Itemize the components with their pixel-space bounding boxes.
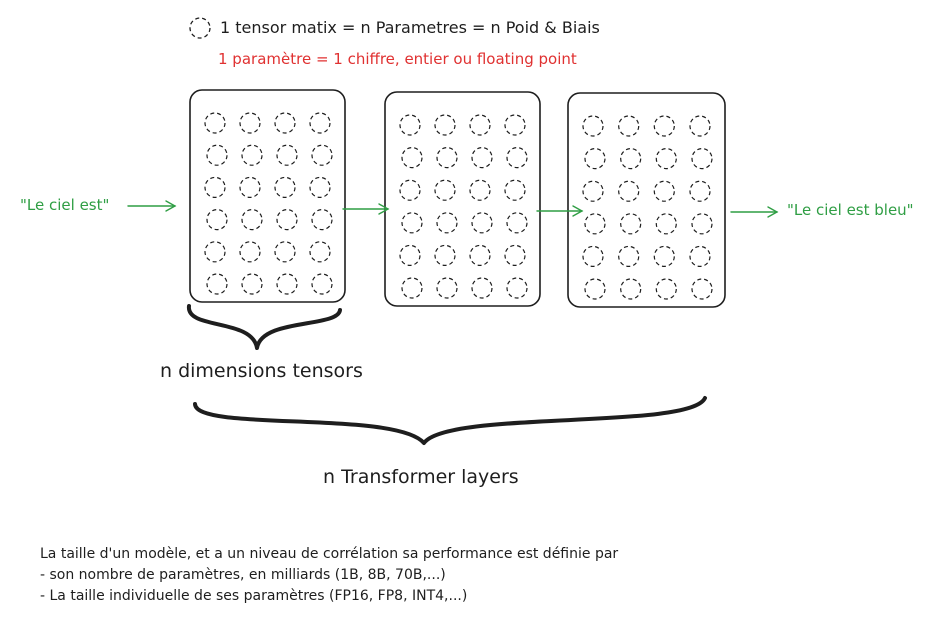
parameter-node <box>274 112 296 134</box>
dashed-circle-icon <box>189 17 211 39</box>
parameter-node <box>471 212 493 234</box>
tensor-matrix-3 <box>567 92 726 308</box>
parameter-node <box>618 115 640 137</box>
parameter-node <box>691 278 713 300</box>
parameter-node <box>584 278 606 300</box>
parameter-node <box>471 277 493 299</box>
output-arrow <box>730 206 779 218</box>
parameter-node <box>434 114 456 136</box>
parameter-node <box>620 148 642 170</box>
parameter-node <box>204 112 226 134</box>
parameter-node <box>436 147 458 169</box>
parameter-node <box>653 180 675 202</box>
model-size-description: La taille d'un modèle, et a un niveau de… <box>40 544 618 607</box>
parameter-node <box>276 209 298 231</box>
parameter-node <box>276 144 298 166</box>
parameter-node <box>689 180 711 202</box>
output-completion: "Le ciel est bleu" <box>787 201 914 219</box>
parameter-node <box>436 212 458 234</box>
parameter-node <box>204 241 226 263</box>
parameter-node <box>584 213 606 235</box>
tensor-matrices <box>189 89 726 308</box>
tensor-matrix-2 <box>384 91 541 307</box>
parameter-node <box>399 114 421 136</box>
input-prompt: "Le ciel est" <box>20 196 110 214</box>
parameter-node <box>620 278 642 300</box>
parameter-node <box>401 147 423 169</box>
parameter-node <box>653 245 675 267</box>
parameter-node <box>653 115 675 137</box>
parameter-node <box>399 179 421 201</box>
parameter-node <box>401 212 423 234</box>
parameter-node <box>584 148 606 170</box>
layers-label: n Transformer layers <box>323 466 519 488</box>
description-line: - son nombre de paramètres, en milliards… <box>40 567 446 583</box>
description-line: - La taille individuelle de ses paramètr… <box>40 588 468 604</box>
parameter-node <box>434 179 456 201</box>
parameter-node <box>274 176 296 198</box>
tensor-matrix-1 <box>189 89 346 303</box>
dimensions-brace <box>187 304 342 350</box>
description-line: La taille d'un modèle, et a un niveau de… <box>40 546 619 562</box>
parameter-node <box>469 114 491 136</box>
parameter-node <box>506 212 528 234</box>
parameter-node <box>309 112 331 134</box>
parameter-node <box>311 209 333 231</box>
parameter-node <box>506 277 528 299</box>
legend-text: 1 tensor matix = n Parametres = n Poid &… <box>220 18 600 37</box>
parameter-node <box>399 244 421 266</box>
parameter-node <box>436 277 458 299</box>
parameter-node <box>206 209 228 231</box>
parameter-node <box>204 176 226 198</box>
parameter-node <box>206 273 228 295</box>
parameter-node <box>504 179 526 201</box>
parameter-node <box>469 244 491 266</box>
parameter-node <box>471 147 493 169</box>
parameter-node <box>582 115 604 137</box>
parameter-node <box>239 112 261 134</box>
parameter-node <box>311 144 333 166</box>
parameter-node <box>309 241 331 263</box>
parameter-node <box>401 277 423 299</box>
parameter-node <box>241 273 263 295</box>
arrow-tensor-2-to-3 <box>536 205 584 217</box>
parameter-note: 1 paramètre = 1 chiffre, entier ou float… <box>218 50 577 68</box>
parameter-node <box>276 273 298 295</box>
parameter-node <box>689 115 711 137</box>
parameter-node <box>311 273 333 295</box>
parameter-node <box>655 148 677 170</box>
parameter-node <box>620 213 642 235</box>
parameter-node <box>618 245 640 267</box>
parameter-node <box>689 245 711 267</box>
dimensions-label: n dimensions tensors <box>160 360 363 382</box>
parameter-node <box>469 179 491 201</box>
parameter-node <box>655 278 677 300</box>
parameter-node <box>504 244 526 266</box>
parameter-node <box>691 148 713 170</box>
parameter-node <box>582 180 604 202</box>
parameter-node <box>434 244 456 266</box>
parameter-node <box>655 213 677 235</box>
parameter-node <box>239 176 261 198</box>
parameter-node <box>506 147 528 169</box>
parameter-node <box>206 144 228 166</box>
parameter-node <box>241 144 263 166</box>
input-arrow <box>127 200 177 212</box>
parameter-node <box>239 241 261 263</box>
layers-brace <box>193 396 707 445</box>
parameter-node <box>582 245 604 267</box>
parameter-node <box>691 213 713 235</box>
arrow-tensor-1-to-2 <box>342 203 390 215</box>
parameter-node <box>241 209 263 231</box>
parameter-node <box>274 241 296 263</box>
parameter-node <box>309 176 331 198</box>
parameter-node <box>618 180 640 202</box>
parameter-node <box>504 114 526 136</box>
